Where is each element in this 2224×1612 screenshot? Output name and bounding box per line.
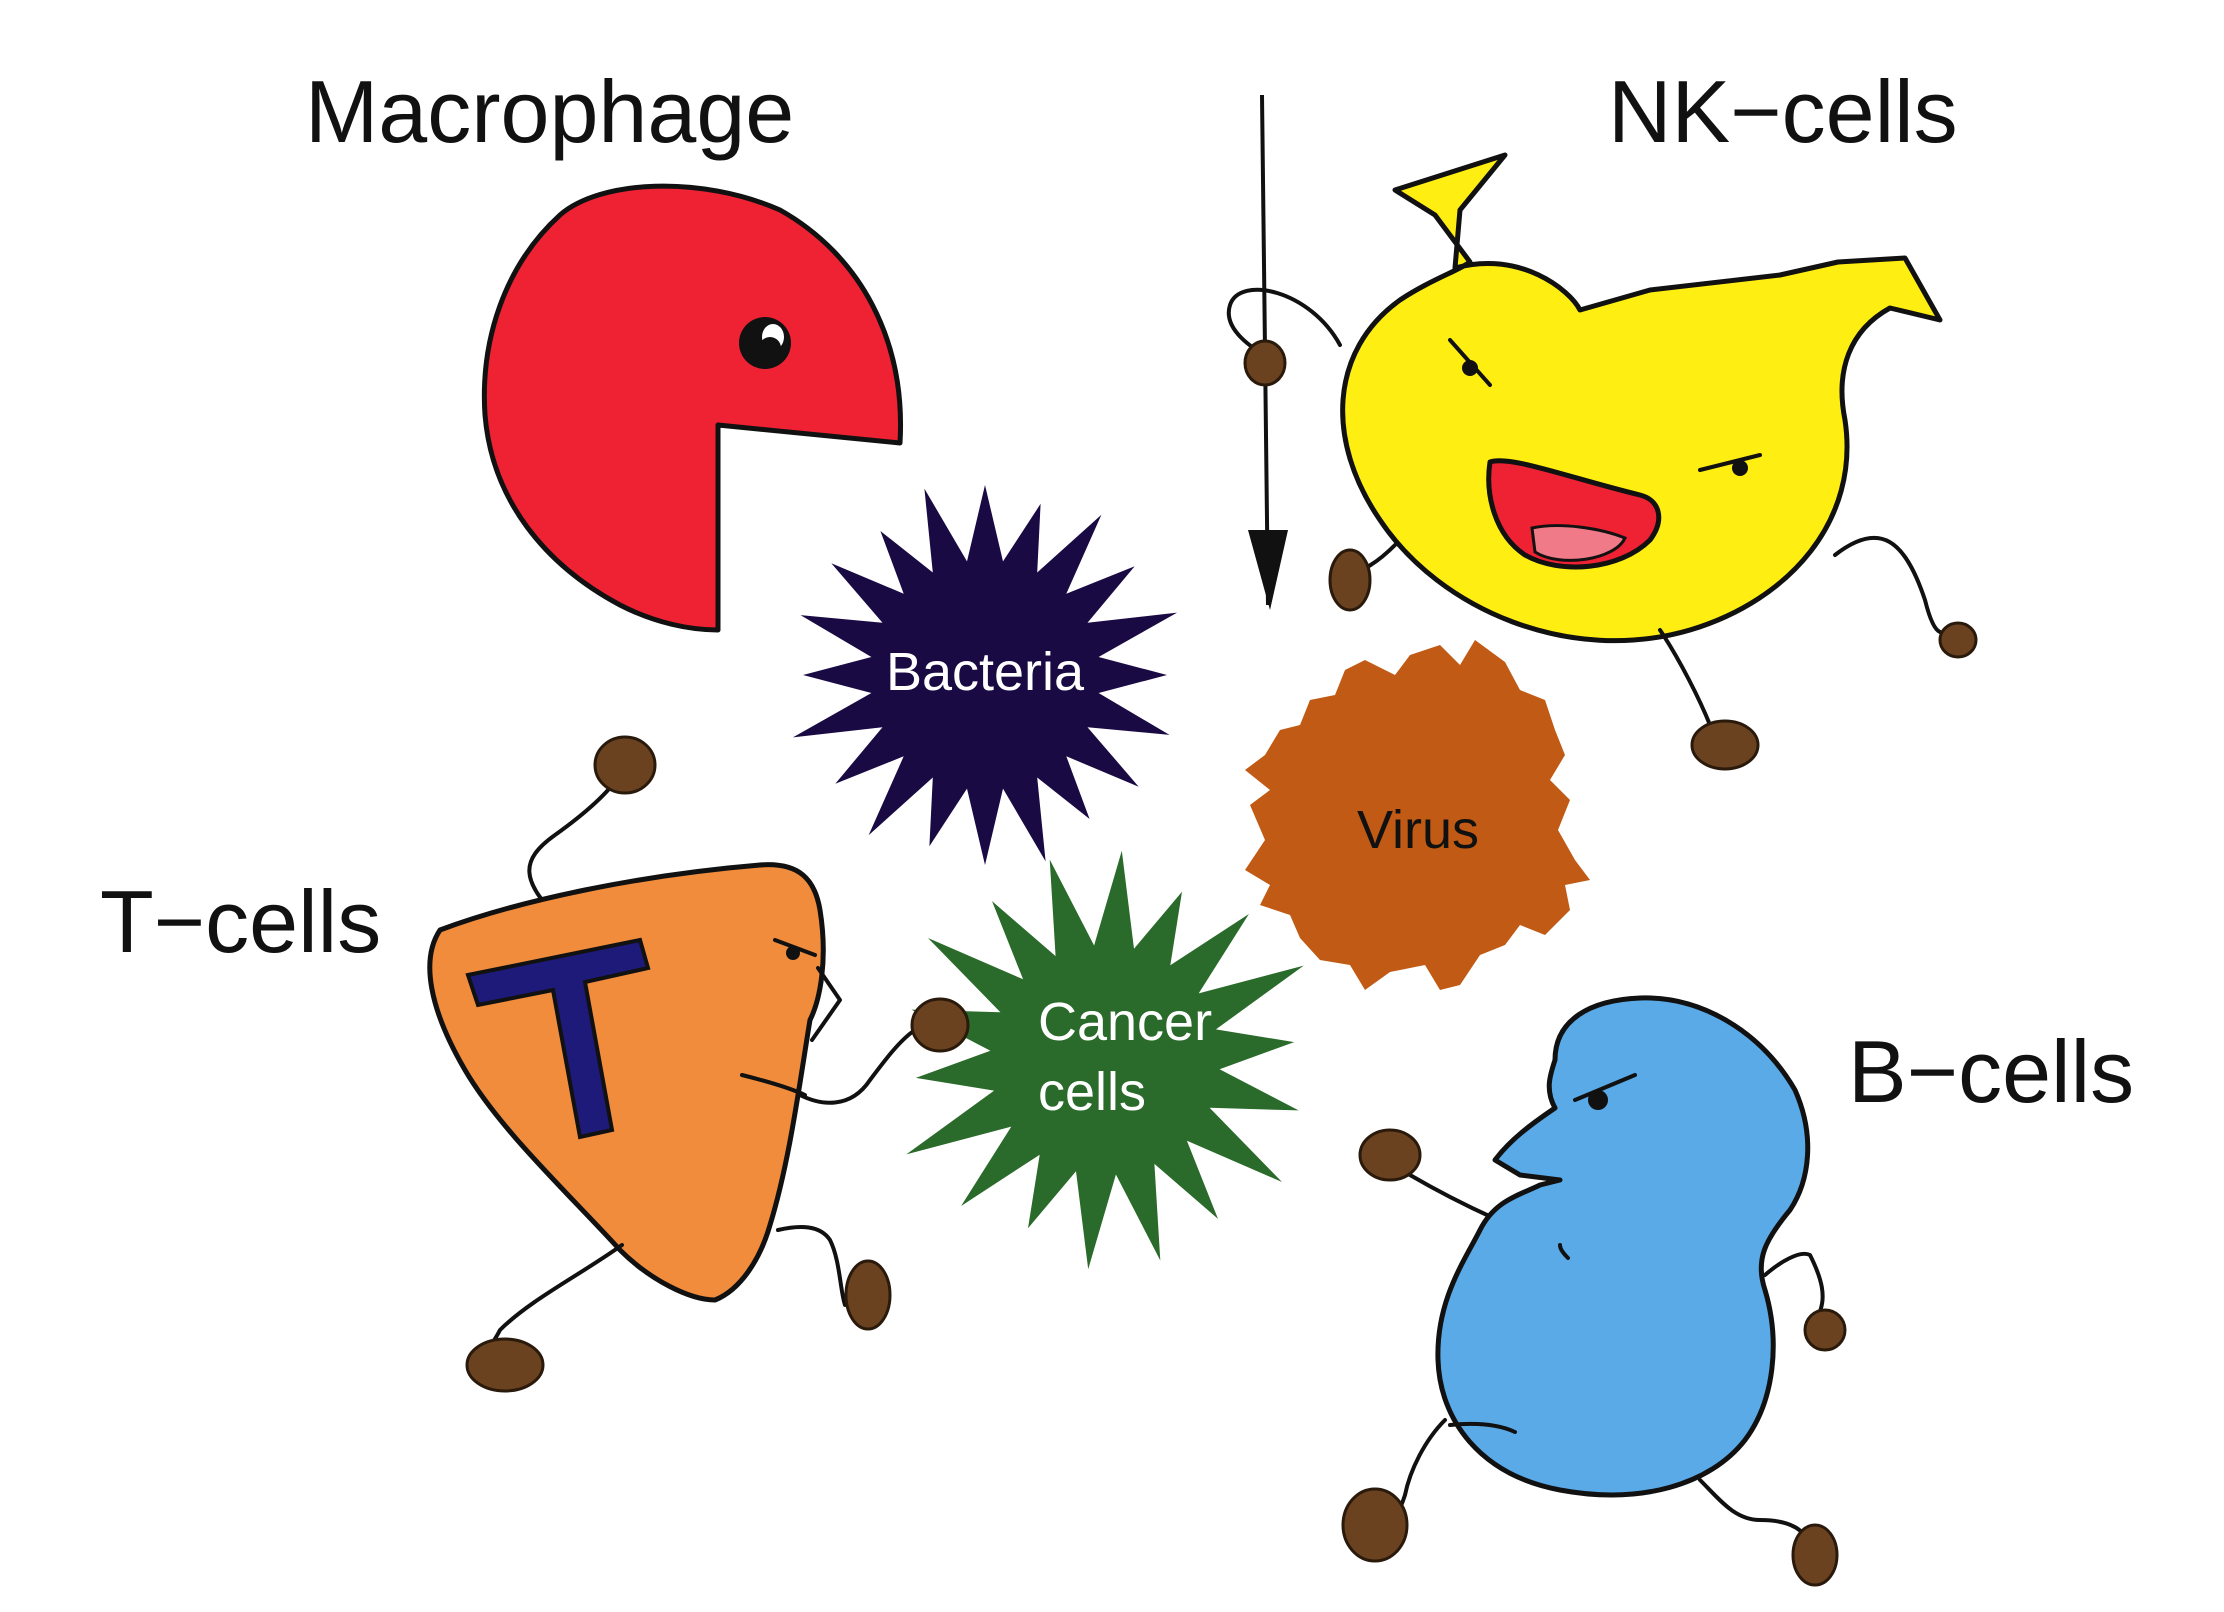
b-right-leg (1698, 1478, 1812, 1547)
nk-cells-label: NK−cells (1608, 62, 1958, 161)
t-right-fist (910, 997, 970, 1053)
b-belly-line (1448, 1421, 1517, 1434)
nk-right-eyebrow (1698, 453, 1762, 472)
nk-right-foot (1690, 719, 1760, 771)
nk-right-leg (1658, 628, 1712, 727)
nk-cells-character (1226, 94, 1978, 771)
nk-tongue (1530, 524, 1628, 562)
t-left-arm (527, 773, 622, 922)
b-cells-body (1435, 995, 1811, 1498)
b-eyebrow (1573, 1073, 1637, 1102)
virus-label: Virus (1357, 800, 1479, 860)
b-right-foot (1791, 1523, 1839, 1587)
t-badge (465, 937, 651, 1140)
t-eye (786, 946, 800, 960)
t-side-notch (810, 966, 842, 1042)
cancer-spiky-star-icon (906, 850, 1304, 1270)
t-right-arm (798, 1028, 917, 1105)
cancer-label-line2: cells (1038, 1062, 1146, 1122)
nk-left-arm (1226, 287, 1342, 360)
macrophage-pupil (759, 337, 781, 359)
nk-cells-body (1340, 152, 1943, 644)
t-left-fist (593, 735, 657, 795)
b-cells-label: B−cells (1848, 1022, 2134, 1121)
nk-right-arm (1833, 535, 1942, 634)
t-mouth (740, 1073, 807, 1097)
nk-right-fist (1938, 621, 1978, 659)
b-eye (1588, 1090, 1608, 1110)
macrophage-character (481, 183, 904, 633)
t-cells-label: T−cells (100, 872, 381, 971)
b-left-foot (1341, 1487, 1409, 1563)
cancer-label-line1: Cancer (1038, 992, 1212, 1052)
b-right-arm (1763, 1251, 1825, 1322)
b-left-fist (1358, 1128, 1422, 1182)
t-right-foot (844, 1259, 892, 1331)
nk-left-foot (1328, 548, 1372, 612)
virus-character: Virus (1245, 640, 1590, 990)
t-left-leg (488, 1243, 624, 1352)
macrophage-body (481, 183, 904, 633)
virus-jagged-blob-icon (1245, 640, 1590, 990)
t-cells-character (427, 735, 970, 1393)
b-right-fist (1803, 1308, 1847, 1352)
bacteria-character: Bacteria (792, 485, 1178, 865)
t-right-leg (776, 1225, 847, 1307)
macrophage-label: Macrophage (305, 62, 794, 161)
spear-icon (1248, 530, 1288, 610)
nk-right-eye (1732, 460, 1748, 476)
bacteria-spiky-star-icon (792, 485, 1178, 865)
t-left-foot (465, 1337, 545, 1393)
b-body-line (1558, 1243, 1570, 1260)
nk-left-eye (1462, 360, 1478, 376)
nk-left-fist (1243, 339, 1287, 387)
b-cells-character (1341, 995, 1847, 1587)
cancer-cells-character: Cancer cells (906, 850, 1304, 1270)
bacteria-label: Bacteria (886, 642, 1085, 702)
